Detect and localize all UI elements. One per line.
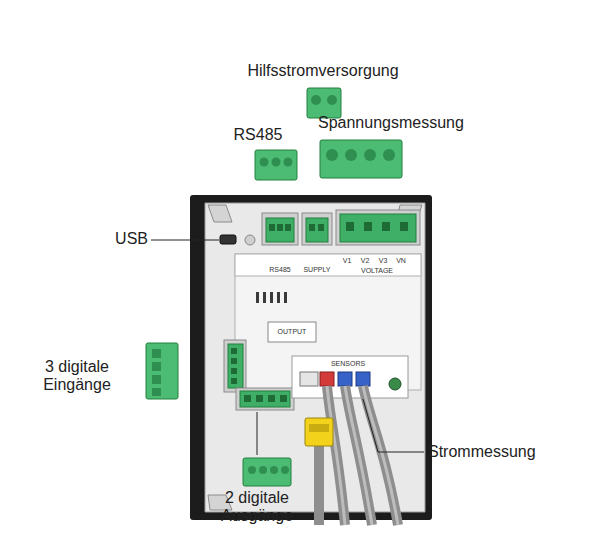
leader-lines [151, 240, 424, 455]
callout-label: Spannungsmessung [318, 114, 508, 132]
rj-plug [305, 418, 333, 446]
terminal-holes [269, 222, 408, 231]
voltage-terminal [340, 214, 416, 242]
socket [336, 210, 420, 245]
panel-print: SENSORS [318, 360, 378, 367]
panel-print: RS485 [262, 266, 298, 273]
supply-plug [307, 88, 341, 118]
rs485-plug [255, 150, 297, 180]
panel-print: VOLTAGE [352, 267, 402, 274]
terminal-name: V2 [358, 257, 372, 264]
output-terminal [240, 391, 290, 407]
sensor-port [356, 372, 370, 386]
callout-label: Hilfsstromversorgung [233, 62, 413, 80]
output-plug [243, 458, 291, 486]
screw [245, 235, 255, 245]
usb-port [220, 235, 236, 244]
panel-print: SUPPLY [302, 266, 332, 273]
callout-label: RS485 [228, 126, 288, 144]
sensor-port [338, 372, 352, 386]
terminal-name: V3 [376, 257, 390, 264]
front-bezel [190, 195, 432, 520]
rs485-terminal [266, 218, 294, 242]
vents [256, 292, 287, 303]
socket [236, 388, 294, 410]
sensor-cables [319, 386, 398, 525]
voltage-plug [320, 140, 402, 178]
terminal-name: V1 [340, 257, 354, 264]
terminal-name: VN [394, 257, 408, 264]
supply-terminal [306, 218, 328, 242]
mounting-clip [208, 205, 232, 222]
socket [302, 213, 332, 245]
input-plug [146, 343, 178, 399]
callout-label: Strommessung [428, 443, 578, 461]
rj-plug-detail [309, 424, 329, 432]
panel-print: OUTPUT [270, 328, 314, 335]
socket [262, 213, 298, 245]
callout-label: 2 digitale Ausgänge [200, 489, 314, 526]
led [389, 378, 401, 390]
sensor-port [320, 372, 334, 386]
socket [224, 340, 246, 392]
callout-label: USB [96, 230, 148, 248]
output-label-box [268, 322, 316, 342]
label-strip [235, 254, 421, 276]
callout-label: 3 digitale Eingänge [22, 358, 132, 395]
input-terminal [228, 344, 243, 388]
sensor-port [300, 372, 318, 386]
